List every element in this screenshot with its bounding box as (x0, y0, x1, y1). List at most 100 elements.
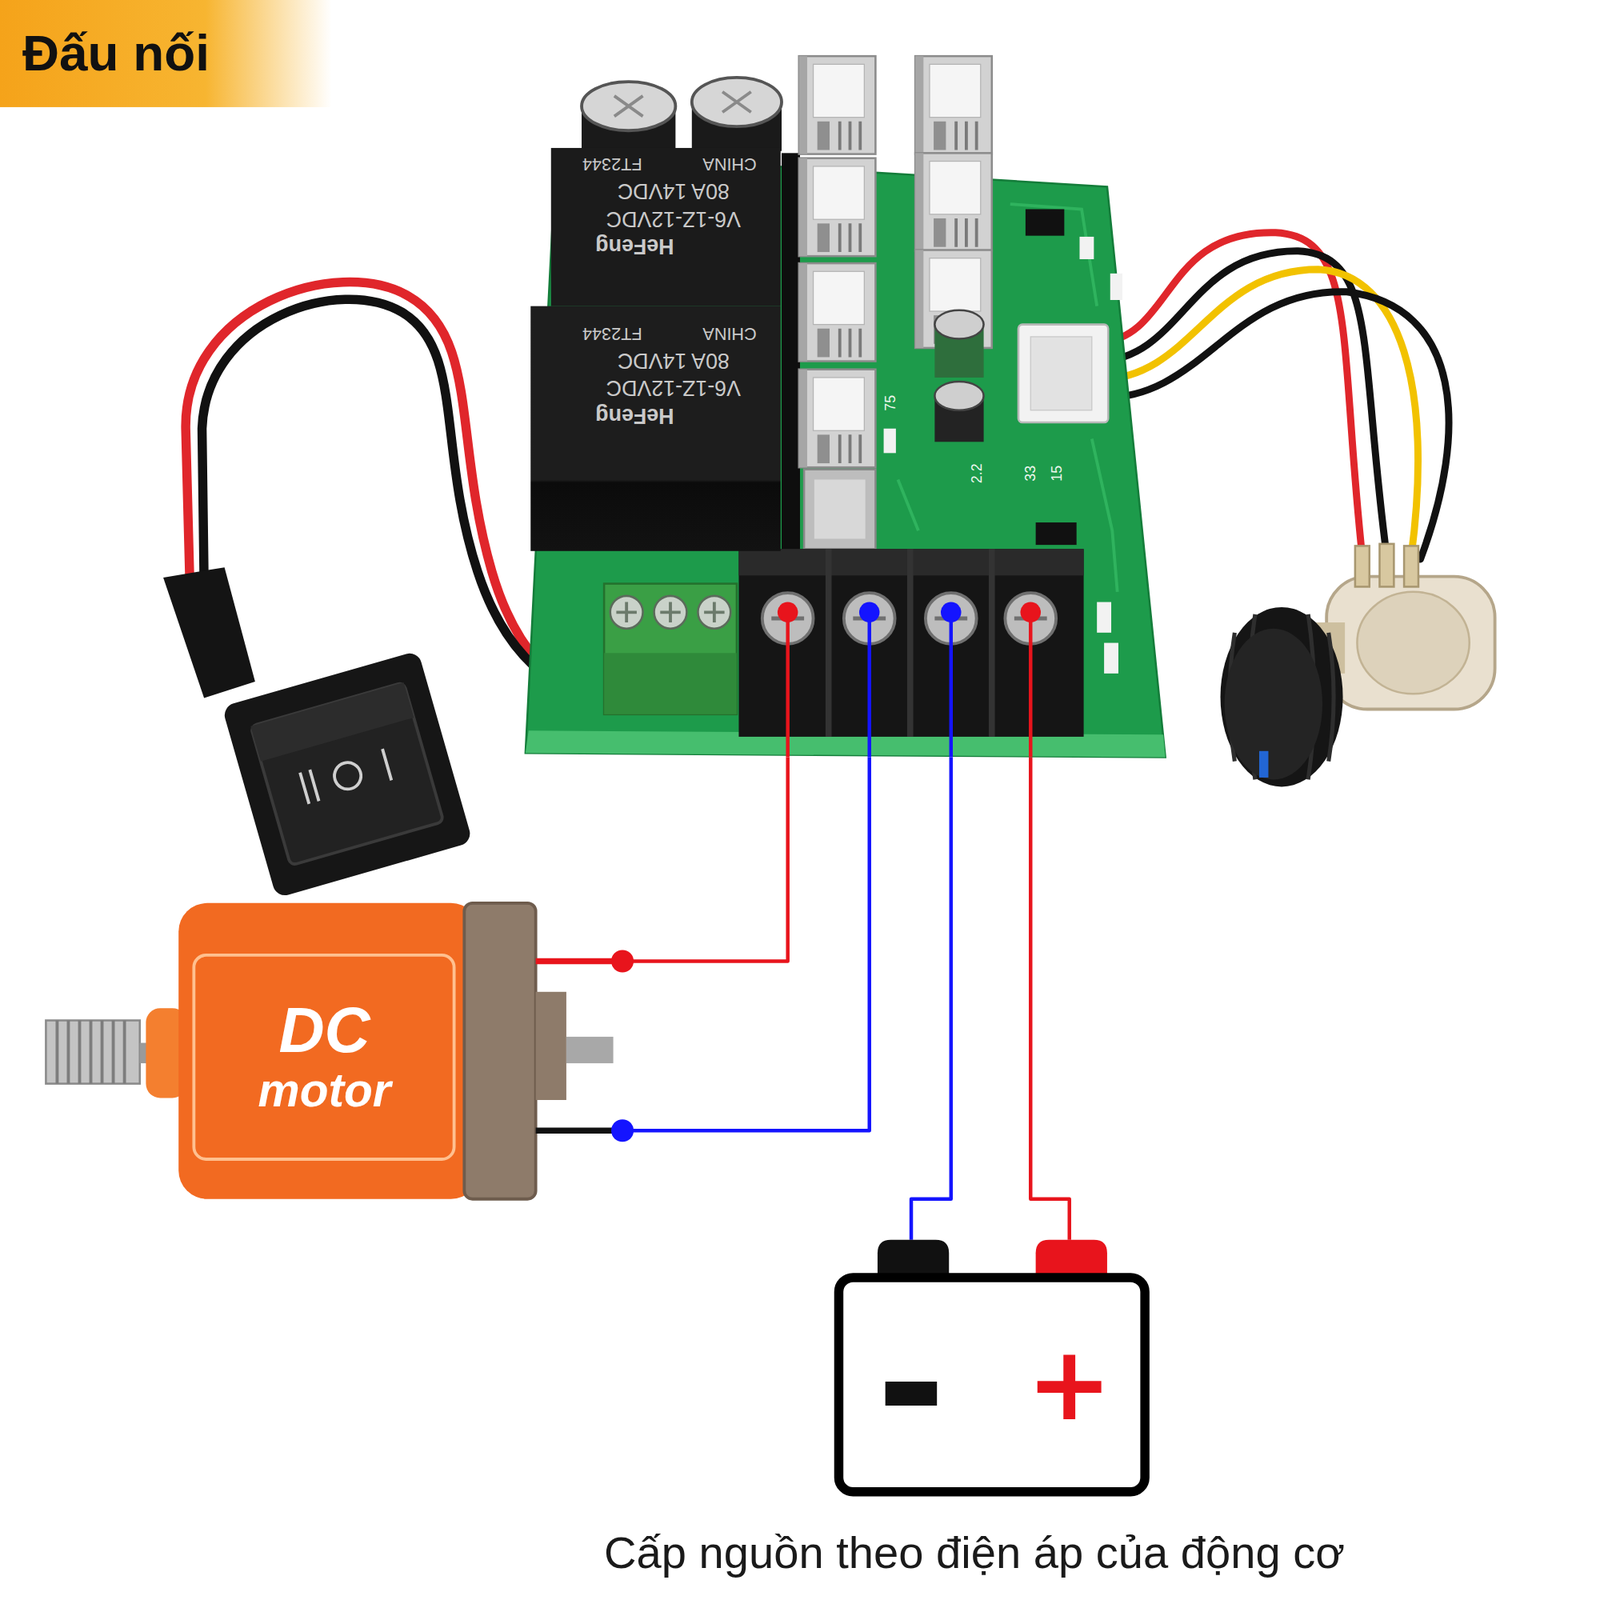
relay: HeFeng V6-1Z-12VDC 80A 14VDC CHINA FT2344 (530, 306, 781, 552)
motor-gear (45, 1020, 140, 1084)
relay-marking: 80A 14VDC (617, 349, 730, 373)
wire-group (536, 756, 1070, 1240)
electrolytic-capacitor (934, 381, 984, 411)
rocker-switch (221, 650, 473, 898)
potentiometer (1355, 545, 1370, 587)
motor-label: DC motor (202, 995, 448, 1117)
relay-marking: FT2344 (582, 153, 643, 173)
pcb (525, 152, 1166, 757)
wire-socket (1018, 324, 1108, 423)
heatsink-column (799, 56, 992, 549)
heatsink-column (915, 152, 992, 251)
silkscreen-label: 33 (1022, 465, 1039, 482)
relay-marking: V6-1Z-12VDC (606, 376, 741, 400)
ic-chip (1036, 522, 1077, 545)
dc-motor: DC motor (178, 903, 536, 1200)
polarity-sign: - (876, 1300, 946, 1469)
smd-pad (1104, 643, 1119, 674)
smd-pad (1079, 236, 1094, 260)
relay-marking: CHINA (702, 323, 756, 343)
pcb-trace (1092, 438, 1118, 592)
rocker-switch (163, 567, 473, 898)
text-slot: V6-1Z-12VDC (606, 376, 741, 400)
rocker-switch (331, 759, 364, 792)
text-slot: V6-1Z-12VDC (606, 208, 741, 232)
wire-entry (868, 612, 872, 757)
motor-gear (56, 1020, 124, 1084)
text-slot: 33 (1022, 465, 1039, 482)
text-slot: 75 (883, 395, 900, 412)
rocker-switch (250, 682, 444, 866)
wire-entry (1028, 612, 1032, 757)
text-slot: + (1026, 1333, 1112, 1436)
controller-board-art (525, 56, 1166, 757)
potentiometer-knob (1259, 751, 1268, 778)
electrolytic-capacitor (934, 310, 984, 340)
text-slot: 15 (1049, 465, 1066, 482)
potentiometer-knob (1224, 628, 1323, 780)
text-slot: 80A 14VDC (617, 349, 730, 373)
capacitor (581, 77, 782, 152)
wire-socket (1030, 336, 1092, 411)
text-slot: 80A 14VDC (617, 180, 730, 204)
small-terminal-block (604, 652, 737, 715)
pcb-trace (897, 479, 919, 531)
potentiometer-wire (1100, 292, 1449, 560)
wire-entry (859, 602, 880, 624)
relay-marking: FT2344 (582, 323, 643, 343)
battery: -+ (832, 1240, 1154, 1500)
text-slot: CHINA (702, 153, 756, 173)
polarity-sign: + (1026, 1333, 1112, 1436)
heatsink-column (814, 479, 866, 539)
small-terminal-block (604, 584, 737, 715)
rocker-switch (250, 682, 414, 762)
heatsink-column (804, 469, 876, 549)
wire-entry (785, 612, 789, 757)
text-slot: FT2344 (582, 323, 643, 343)
motor-lead (536, 950, 634, 1143)
relay-marking: V6-1Z-12VDC (606, 208, 741, 232)
potentiometer-knob (1220, 607, 1344, 787)
rocker-switch (163, 567, 256, 698)
caption: Cấp nguồn theo điện áp của động cơ (566, 1527, 1383, 1580)
text-slot: HeFeng (595, 235, 674, 259)
rocker-switch (300, 748, 392, 804)
ic-chip (1025, 208, 1064, 236)
motor-end-cap (536, 992, 567, 1100)
relay-marking: HeFeng (595, 404, 674, 428)
smd-pad (884, 428, 896, 454)
heatsink-column (799, 263, 876, 361)
motor-lead (536, 1127, 623, 1134)
motor-lead (611, 1119, 634, 1142)
power-terminal-block (828, 548, 992, 737)
heatsink-column (799, 369, 876, 468)
wire-entry (949, 612, 953, 757)
relay: HeFeng V6-1Z-12VDC 80A 14VDC CHINA FT2344 (551, 148, 781, 307)
controller-board: HeFengV6-1Z-12VDC80A 14VDCCHINAFT2344HeF… (525, 51, 1169, 758)
wire (536, 756, 870, 1131)
motor-lead (611, 950, 634, 973)
wire-entry (777, 602, 1041, 758)
motor-lead (536, 958, 623, 965)
potentiometer (1379, 544, 1394, 588)
small-terminal-block (616, 602, 724, 624)
rocker-switch (221, 650, 473, 898)
motor-gear (45, 1020, 152, 1084)
text-slot: CHINA (702, 323, 756, 343)
potentiometer-wire (1100, 251, 1387, 556)
heatsink-column (799, 158, 876, 256)
potentiometer-knob (1220, 607, 1344, 787)
motor-shaft (566, 1036, 614, 1064)
text-slot: 2.2 (969, 463, 986, 484)
potentiometer (1326, 576, 1495, 710)
text-slot: DC motor (202, 995, 448, 1117)
wire-entry (940, 602, 962, 624)
battery-art (838, 1240, 1145, 1492)
dc-motor-art (45, 903, 634, 1200)
capacitor (722, 92, 752, 113)
capacitor (614, 96, 644, 117)
wire (1030, 756, 1069, 1240)
text-slot: FT2344 (582, 153, 643, 173)
title: Đấu nối (0, 0, 332, 108)
